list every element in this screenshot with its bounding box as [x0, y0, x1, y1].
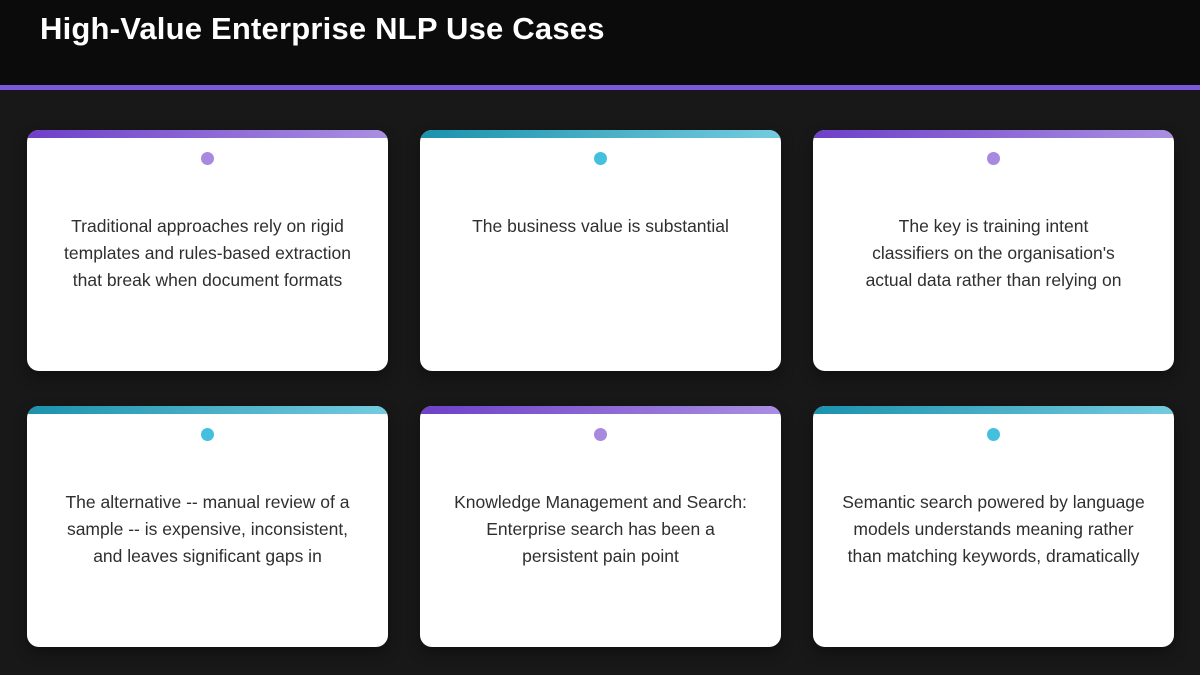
card-grid: Traditional approaches rely on rigid tem… — [27, 130, 1174, 647]
card-text: The key is training intent classifiers o… — [865, 216, 1122, 290]
header-divider — [0, 85, 1200, 90]
bullet-dot-icon — [987, 152, 1000, 165]
card-manual-review: The alternative -- manual review of a sa… — [27, 406, 388, 647]
header: High-Value Enterprise NLP Use Cases — [0, 0, 1200, 85]
card-accent-bar — [27, 130, 388, 138]
card-accent-bar — [813, 130, 1174, 138]
card-accent-bar — [27, 406, 388, 414]
card-text: Knowledge Management and Search: Enterpr… — [454, 492, 747, 566]
card-accent-bar — [813, 406, 1174, 414]
card-business-value: The business value is substantial — [420, 130, 781, 371]
bullet-dot-icon — [201, 428, 214, 441]
card-accent-bar — [420, 130, 781, 138]
page-title: High-Value Enterprise NLP Use Cases — [40, 11, 605, 46]
card-semantic-search: Semantic search powered by language mode… — [813, 406, 1174, 647]
bullet-dot-icon — [987, 428, 1000, 441]
card-knowledge-management: Knowledge Management and Search: Enterpr… — [420, 406, 781, 647]
card-text: The business value is substantial — [472, 216, 729, 236]
card-text: Traditional approaches rely on rigid tem… — [64, 216, 351, 290]
card-accent-bar — [420, 406, 781, 414]
bullet-dot-icon — [201, 152, 214, 165]
card-intent-classifiers: The key is training intent classifiers o… — [813, 130, 1174, 371]
bullet-dot-icon — [594, 152, 607, 165]
bullet-dot-icon — [594, 428, 607, 441]
card-text: Semantic search powered by language mode… — [842, 492, 1145, 566]
card-text: The alternative -- manual review of a sa… — [65, 492, 350, 566]
card-document-extraction: Traditional approaches rely on rigid tem… — [27, 130, 388, 371]
